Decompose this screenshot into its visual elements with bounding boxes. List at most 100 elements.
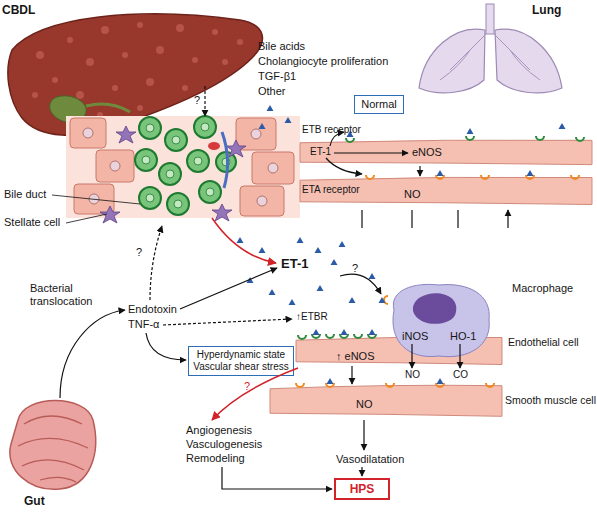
arrows <box>362 210 508 228</box>
node-text: Normal <box>361 98 396 112</box>
node-text: HPS <box>350 482 375 497</box>
liver-illustration <box>137 22 143 28</box>
bile-duct-cells <box>135 116 236 215</box>
text-label: Vasodilatation <box>336 453 404 466</box>
etb-receptors <box>297 335 307 340</box>
bile-duct-cells <box>174 200 182 208</box>
bile-duct-cells <box>240 186 284 216</box>
arrows <box>150 226 162 300</box>
bile-duct-cells <box>159 163 181 185</box>
text-label: Bacterial translocation <box>30 282 105 308</box>
red-arrows <box>212 218 276 263</box>
bile-duct-cells <box>172 136 180 144</box>
text-label: Bile duct <box>4 188 46 201</box>
liver-illustration <box>137 105 143 111</box>
et1-molecules <box>315 247 322 253</box>
bile-duct-cells <box>222 132 228 188</box>
text-label: ET-1 <box>281 256 308 272</box>
cell-outline <box>393 284 489 356</box>
bile-duct-cells <box>70 118 106 148</box>
question-mark: ? <box>352 262 358 275</box>
text-label: Other <box>258 85 286 98</box>
text-label: ETA receptor <box>302 184 360 196</box>
liver-illustration <box>101 26 109 34</box>
band-outline <box>296 337 502 364</box>
text-label: Bile acids <box>258 40 305 53</box>
cell-shape <box>384 280 494 360</box>
arrows <box>52 86 508 489</box>
liver-illustration <box>182 85 188 91</box>
text-label: Gut <box>24 494 45 508</box>
eta-receptors <box>295 175 580 388</box>
arrows <box>340 274 381 294</box>
bile-duct-cells <box>142 123 230 208</box>
arrows <box>146 333 186 360</box>
arrows <box>180 268 277 309</box>
text-label: TNF-α <box>128 318 159 331</box>
text-label: ET-1 <box>310 146 331 158</box>
bile-duct-cells <box>142 156 150 164</box>
et1-molecules <box>437 170 444 176</box>
bile-duct-cells <box>236 118 276 150</box>
et1-molecules <box>259 123 266 129</box>
text-label: NO <box>405 369 420 381</box>
bile-duct-cells <box>139 187 161 209</box>
bile-duct-cells <box>251 129 261 139</box>
liver-illustration <box>86 58 94 66</box>
et1-molecules <box>369 329 376 335</box>
liver-illustration <box>76 91 84 99</box>
liver-illustration <box>146 78 154 86</box>
gut-illustration <box>10 401 96 490</box>
bile-duct-cells <box>165 129 187 151</box>
bile-duct-cells <box>166 170 174 178</box>
bile-duct-cells <box>116 126 136 143</box>
node-text: ↑ eNOS <box>336 350 375 363</box>
liver-illustration <box>212 29 218 35</box>
et1-molecules <box>237 237 244 243</box>
arrow-connector <box>351 366 352 384</box>
bile-duct-cells <box>66 116 300 218</box>
arrows <box>163 319 292 325</box>
arrow-connector <box>419 166 420 176</box>
et1-molecules <box>467 128 474 134</box>
question-mark: ? <box>194 94 200 107</box>
liver-illustration <box>156 46 164 54</box>
arrows <box>66 214 107 223</box>
text-label: CO <box>453 369 468 381</box>
cell-nucleus <box>413 293 456 324</box>
bile-duct-cells <box>139 117 161 139</box>
liver-illustration <box>32 92 38 98</box>
et1-molecules <box>379 297 386 303</box>
bile-duct-cells <box>96 150 134 182</box>
band-shape <box>270 384 502 418</box>
bile-duct-cells <box>194 116 216 138</box>
liver-illustration <box>222 59 228 65</box>
bile-duct-cells <box>146 124 154 132</box>
et1-molecules <box>437 378 444 384</box>
et1-molecules <box>259 247 266 253</box>
et1-molecules <box>341 329 348 335</box>
arrows <box>363 420 364 450</box>
bile-duct-cells <box>268 163 278 173</box>
text-label: CBDL <box>2 3 35 17</box>
etb-receptors <box>297 136 585 340</box>
arrows <box>361 467 362 476</box>
et1-molecules <box>313 329 320 335</box>
text-label: Endotoxin <box>128 303 177 316</box>
bile-duct-cells <box>208 142 220 150</box>
et1-molecules <box>289 299 296 305</box>
bile-duct-cells <box>66 116 300 223</box>
et1-molecules <box>331 259 338 265</box>
bile-duct-cells <box>226 140 246 157</box>
bile-duct-cells <box>146 194 154 202</box>
gut-illustration <box>10 401 96 490</box>
text-label: Vasculogenesis <box>186 438 262 451</box>
et1-molecules <box>297 237 304 243</box>
bile-duct-cells <box>100 126 246 223</box>
arrows <box>411 344 412 368</box>
et1-molecules <box>527 170 534 176</box>
band-outline <box>300 177 592 204</box>
text-label: ↑ETBR <box>296 311 328 323</box>
arrows <box>222 467 332 489</box>
